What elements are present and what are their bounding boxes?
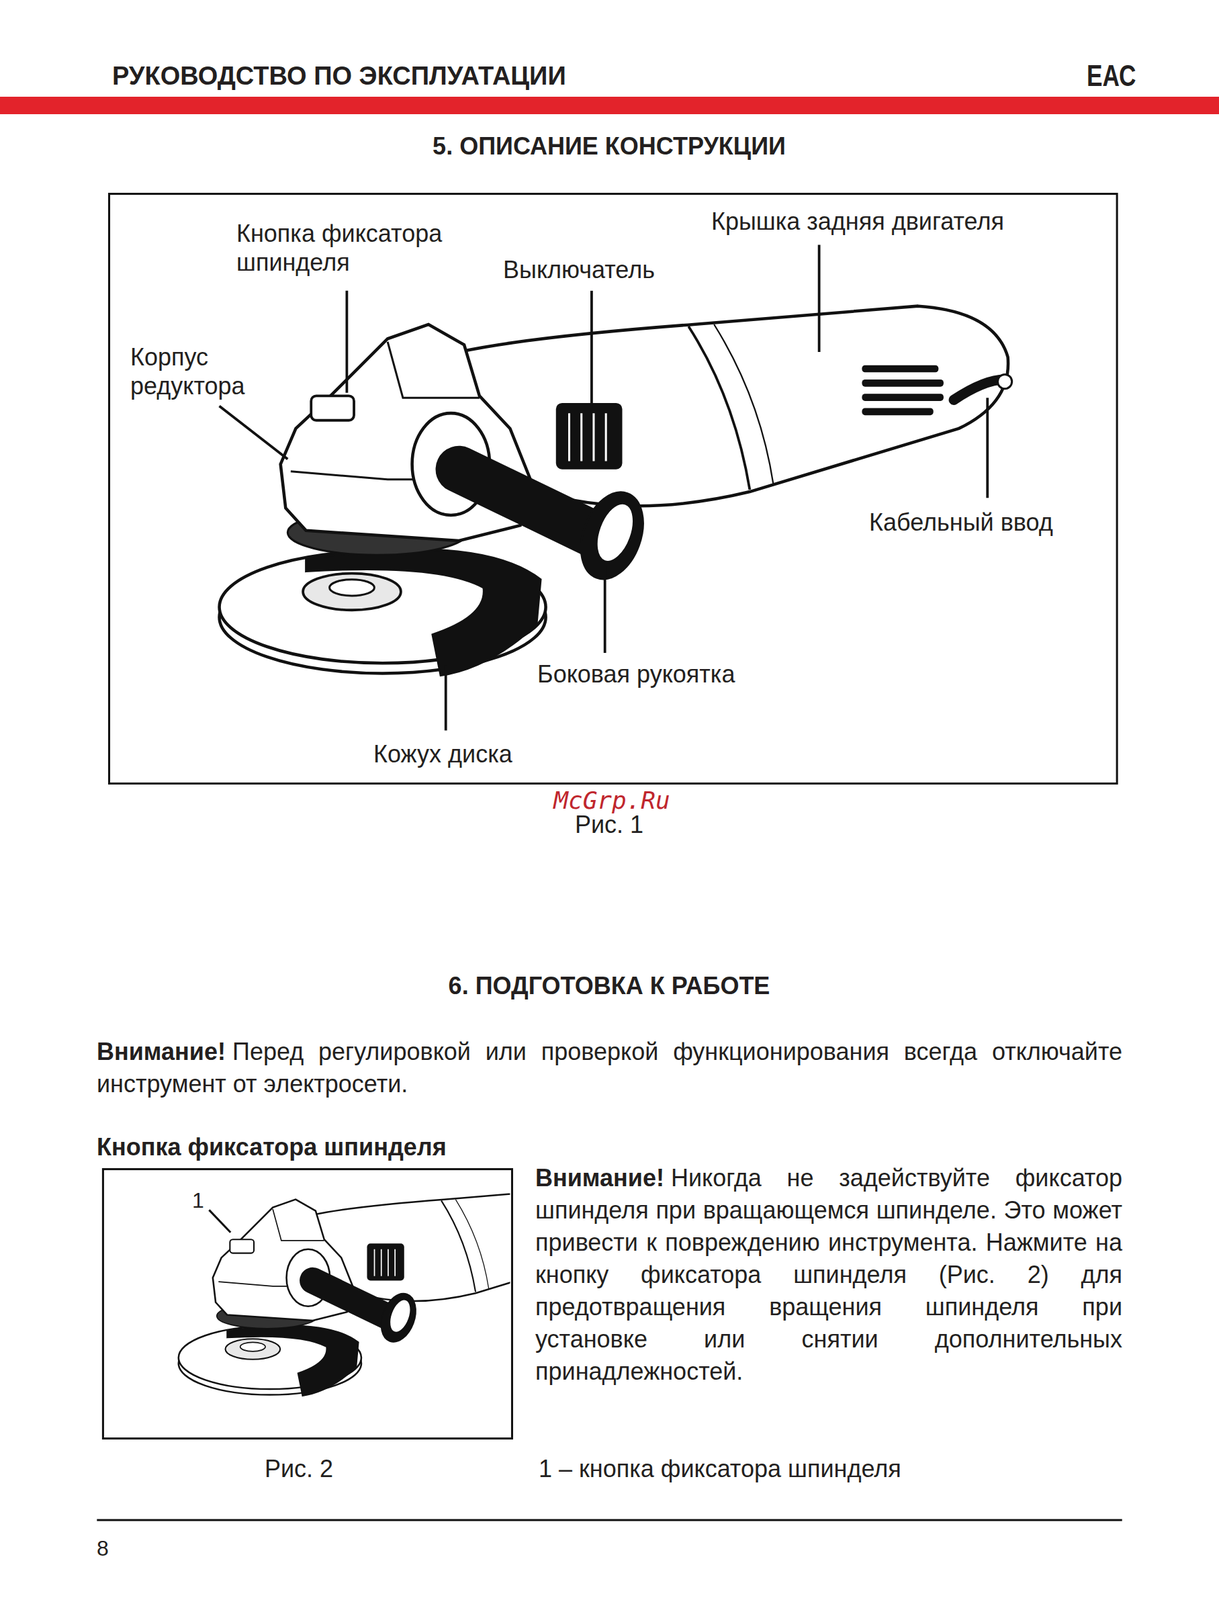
leader-lines <box>219 245 988 731</box>
part-label: Корпус редуктора <box>130 342 292 401</box>
eac-mark: ЕАС <box>1086 57 1136 94</box>
warning-lead: Внимание! <box>96 1037 226 1066</box>
part-label: Кожух диска <box>373 739 513 769</box>
header-bar <box>0 96 1219 115</box>
figure-caption: Рис. 1 <box>574 809 644 839</box>
watermark: McGrp.Ru <box>553 785 670 815</box>
warning-lead: Внимание! <box>535 1163 665 1192</box>
section-heading: 6. ПОДГОТОВКА К РАБОТЕ <box>448 971 771 1001</box>
grinder-figure <box>178 1188 511 1396</box>
callout-number: 1 <box>192 1187 205 1213</box>
part-label: Кнопка фиксатора шпинделя <box>236 218 499 277</box>
footer-rule <box>96 1519 1122 1522</box>
part-label: Кабельный ввод <box>869 507 1054 537</box>
page-number: 8 <box>96 1535 109 1561</box>
paragraph-text: Перед регулировкой или проверкой функцио… <box>96 1037 1123 1098</box>
part-label: Боковая рукоятка <box>537 659 735 689</box>
leader-line <box>208 1209 231 1232</box>
section-heading: 5. ОПИСАНИЕ КОНСТРУКЦИИ <box>432 131 786 161</box>
body-paragraph: Внимание!Перед регулировкой или проверко… <box>96 1035 1123 1101</box>
part-label: Крышка задняя двигателя <box>711 206 1005 236</box>
figure-frame <box>109 194 1118 784</box>
legend-note: 1 – кнопка фиксатора шпинделя <box>538 1454 902 1483</box>
subsection-heading: Кнопка фиксатора шпинделя <box>96 1132 447 1162</box>
grinder-figure <box>219 306 1013 676</box>
page-header: РУКОВОДСТВО ПО ЭКСПЛУАТАЦИИ <box>112 61 567 91</box>
figure-caption: Рис. 2 <box>264 1454 334 1483</box>
part-label: Выключатель <box>503 255 655 285</box>
paragraph-text: Никогда не задействуйте фиксатор шпиндел… <box>535 1163 1123 1385</box>
body-paragraph: Внимание!Никогда не задействуйте фиксато… <box>535 1161 1123 1388</box>
